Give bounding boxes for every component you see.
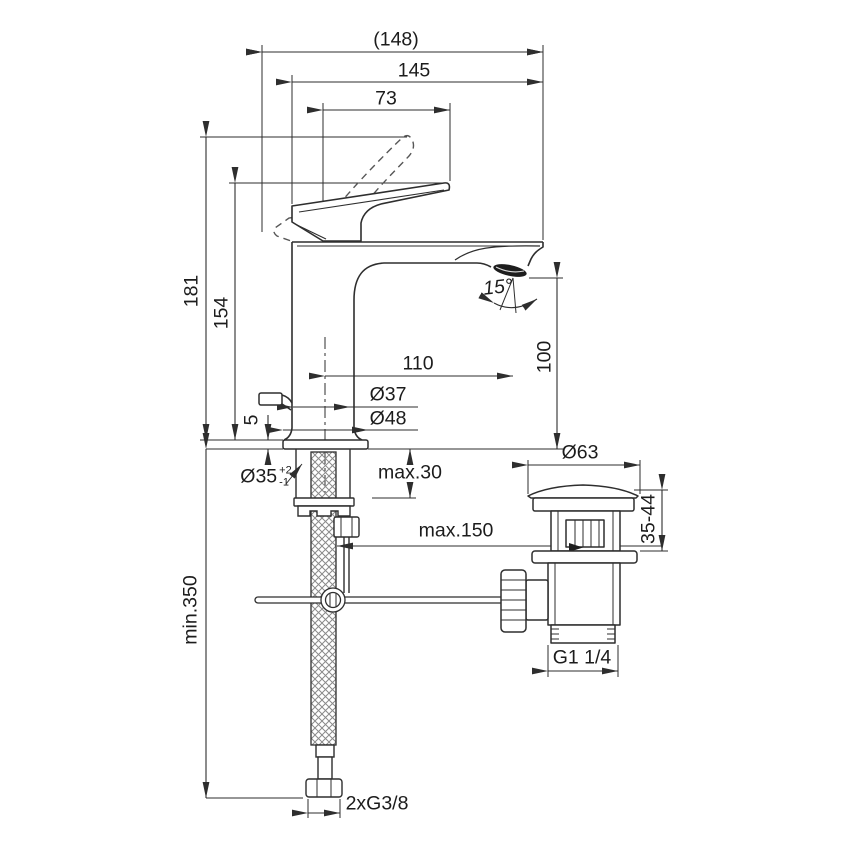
label-spout-reach: 110	[402, 352, 434, 375]
pop-up-rod	[254, 587, 528, 613]
hole-tol-minus: -1	[279, 476, 289, 488]
label-overall-depth: (148)	[373, 28, 419, 51]
label-spout-angle: 15°	[482, 274, 514, 300]
label-base-plate-height: 5	[240, 414, 263, 426]
label-hole-diameter: Ø35 +2 -1	[240, 465, 291, 488]
extension-lines	[200, 45, 668, 818]
label-base-diameter: Ø48	[369, 407, 407, 430]
pop-up-knob	[258, 392, 293, 411]
label-rod-length-max: max.150	[418, 519, 494, 542]
faucet-body	[283, 241, 544, 441]
hole-diameter-value: Ø35	[240, 465, 278, 488]
label-waste-flange-diameter: Ø63	[561, 441, 599, 464]
label-outlet-height: 100	[533, 340, 556, 374]
label-supply-thread: 2xG3/8	[345, 792, 409, 815]
label-hose-length-min: min.350	[179, 575, 202, 645]
label-height-to-spout: 154	[210, 296, 233, 330]
drain-assembly	[500, 484, 639, 644]
label-waste-adjust-range: 35-44	[637, 494, 660, 544]
label-height-total: 181	[180, 274, 203, 308]
base-plate	[282, 439, 369, 450]
label-handle-length: 73	[375, 87, 397, 110]
handle-lever	[291, 182, 451, 242]
supply-hose-and-shank	[293, 449, 360, 798]
dimension-lines	[202, 48, 666, 817]
hole-tol-plus: +2	[279, 464, 292, 477]
label-waste-thread: G1 1/4	[552, 646, 612, 669]
label-spout-depth: 145	[397, 59, 431, 82]
label-body-diameter: Ø37	[369, 383, 407, 406]
label-deck-thickness-max: max.30	[378, 461, 442, 484]
